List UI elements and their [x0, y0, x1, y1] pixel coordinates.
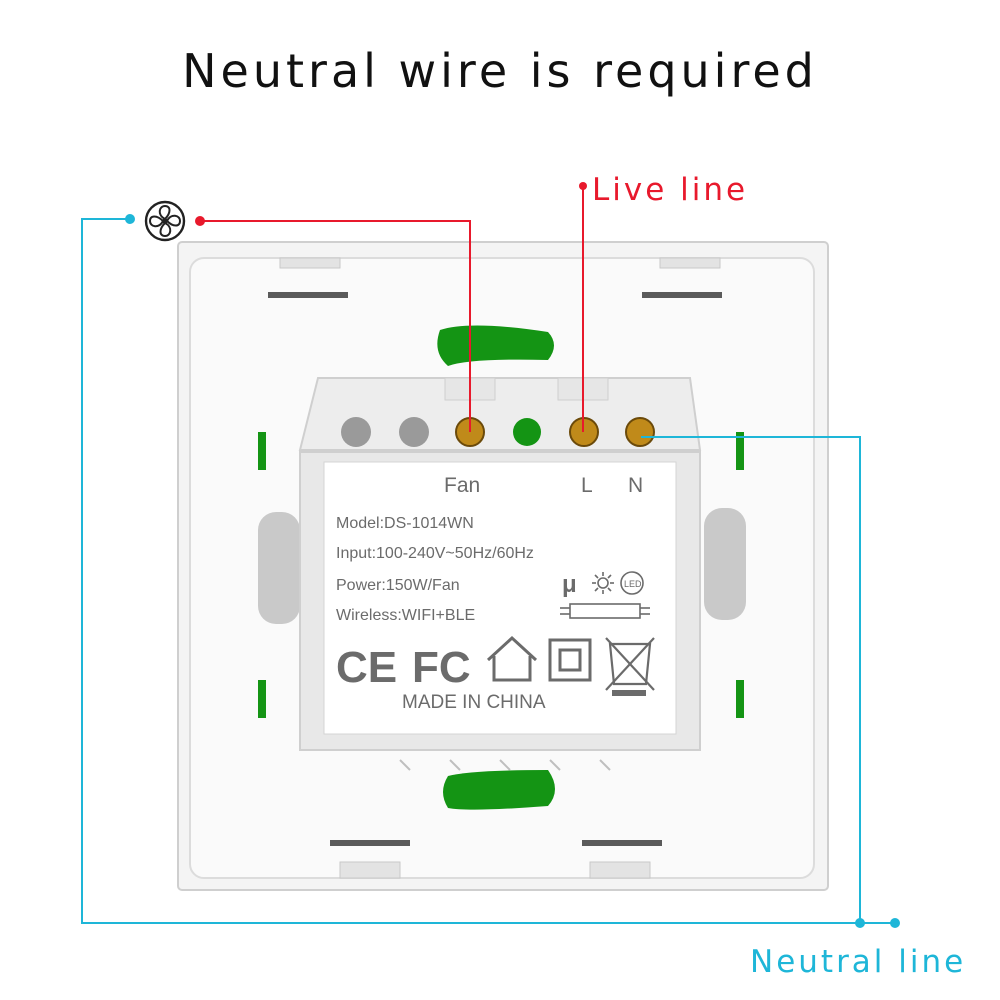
plate-notch — [268, 292, 348, 298]
green-side-clip — [258, 680, 266, 718]
plate-notch — [330, 840, 410, 846]
neutral-junction-dot — [855, 918, 865, 928]
weee-bar — [612, 690, 646, 696]
housing-ribs — [399, 759, 611, 771]
green-bottom-clip — [443, 770, 555, 810]
terminal-screw-neutral — [625, 417, 655, 447]
page-title: Neutral wire is required — [182, 44, 818, 98]
spec-power: Power:150W/Fan — [336, 577, 460, 594]
spec-origin: MADE IN CHINA — [402, 692, 546, 713]
plate-notch — [642, 292, 722, 298]
green-side-clip — [258, 432, 266, 470]
spec-input: Input:100-240V~50Hz/60Hz — [336, 545, 534, 562]
plate-tab — [659, 257, 721, 269]
fc-mark: FC — [412, 643, 471, 692]
plate-tab — [279, 257, 341, 269]
terminal-label-live: L — [581, 474, 593, 497]
live-line-label: Live line — [592, 172, 749, 208]
plate-tab — [339, 861, 401, 879]
spec-label — [323, 461, 677, 735]
live-wire — [200, 186, 584, 432]
spec-model: Model:DS-1014WN — [336, 515, 474, 532]
neutral-line-dot — [890, 918, 900, 928]
led-symbol: LED — [624, 579, 642, 589]
micro-symbol: μ — [562, 571, 577, 598]
ce-mark: CE — [336, 643, 397, 692]
fluorescent-tube-icon — [560, 603, 650, 619]
side-lug — [704, 508, 746, 620]
plate-tab — [589, 861, 651, 879]
side-lug — [258, 512, 300, 624]
plate-notch — [582, 840, 662, 846]
neutral-wire-end-dot — [125, 214, 135, 224]
neutral-line-label: Neutral line — [750, 944, 967, 980]
terminal-label-fan: Fan — [444, 474, 480, 497]
green-side-clip — [736, 680, 744, 718]
live-line-dot — [579, 182, 587, 190]
led-icon — [620, 571, 644, 595]
terminal-label-neutral: N — [628, 474, 643, 497]
weee-bin-icon — [605, 637, 655, 691]
terminal-screw-unused — [399, 417, 429, 447]
house-icon — [486, 635, 538, 682]
live-wire-end-dot — [195, 216, 205, 226]
spec-wireless: Wireless:WIFI+BLE — [336, 607, 475, 624]
sun-icon — [592, 572, 614, 594]
double-insulation-icon — [548, 638, 592, 682]
terminal-screw-unused — [341, 417, 371, 447]
fan-icon — [144, 200, 186, 242]
neutral-wire — [81, 218, 895, 924]
green-side-clip — [736, 432, 744, 470]
green-top-clip — [437, 325, 554, 366]
terminal-green-marker — [513, 418, 541, 446]
